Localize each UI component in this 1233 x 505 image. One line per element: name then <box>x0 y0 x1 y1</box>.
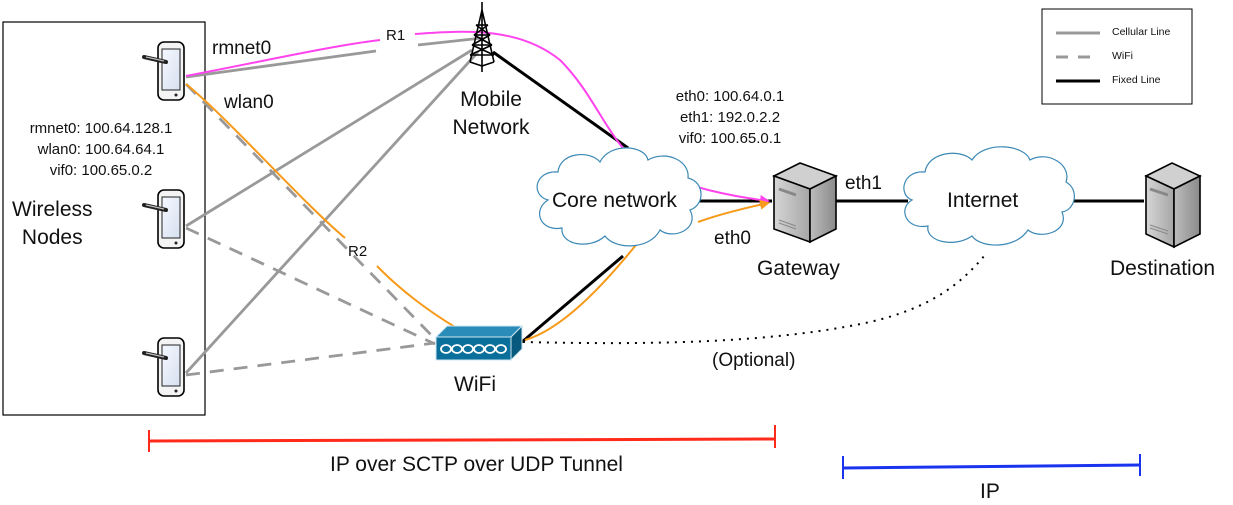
core-network-cloud <box>536 147 702 247</box>
gateway-address-eth1: eth1: 192.0.2.2 <box>679 109 781 126</box>
iface-eth0-label: eth0 <box>714 228 751 249</box>
iface-rmnet0-label: rmnet0 <box>212 38 272 59</box>
core-network-label: Core network <box>552 189 677 212</box>
wireless-node-addresses: rmnet0: 100.64.128.1 wlan0: 100.64.64.1 … <box>6 118 196 181</box>
tablet-icon-1 <box>142 41 185 101</box>
route-r1-path-b <box>414 30 770 205</box>
cellular-line-node3 <box>184 51 480 374</box>
route-r1-path <box>185 39 381 77</box>
internet-cloud <box>903 146 1075 246</box>
destination-server-icon <box>1144 162 1202 249</box>
gateway-label: Gateway <box>757 257 840 280</box>
route-r1-label: R1 <box>386 27 406 44</box>
optional-link-label: (Optional) <box>712 350 796 371</box>
cellular-line-node1 <box>185 49 377 79</box>
tunnel-span-label: IP over SCTP over UDP Tunnel <box>330 453 623 476</box>
optional-link-path <box>522 254 986 345</box>
wireless-address-vif0: vif0: 100.65.0.2 <box>49 162 153 179</box>
wireless-nodes-box <box>2 21 206 416</box>
internet-label: Internet <box>947 189 1019 212</box>
route-r2-path-d <box>697 199 770 223</box>
tablet-icon-3 <box>142 337 185 397</box>
gateway-address-eth0: eth0: 100.64.0.1 <box>675 88 785 105</box>
route-r2-path-b <box>376 265 456 328</box>
wireless-nodes-label-line1: Wireless <box>12 198 93 221</box>
iface-eth1-label: eth1 <box>845 173 882 194</box>
iface-wlan0-label: wlan0 <box>224 92 274 113</box>
wireless-nodes-label: Wireless Nodes <box>12 196 93 252</box>
route-r2-path <box>185 83 346 239</box>
wifi-line-node1 <box>184 83 439 342</box>
cellular-line-node1b <box>417 36 483 47</box>
mobile-network-label: Mobile Network <box>436 86 546 142</box>
mobile-network-label-line1: Mobile <box>460 88 522 111</box>
wireless-nodes-label-line2: Nodes <box>21 226 83 249</box>
ip-span <box>842 454 1141 479</box>
route-r2-path-c <box>524 239 641 341</box>
tablet-icon-2 <box>142 189 185 249</box>
gateway-addresses: eth0: 100.64.0.1 eth1: 192.0.2.2 vif0: 1… <box>660 86 800 149</box>
wifi-line-node2 <box>185 226 436 346</box>
cellular-line-node2 <box>185 48 473 228</box>
route-r2-label: R2 <box>348 243 368 260</box>
wireless-address-rmnet0: rmnet0: 100.64.128.1 <box>29 120 173 137</box>
legend-label-fixed: Fixed Line <box>1112 74 1161 86</box>
wireless-address-wlan0: wlan0: 100.64.64.1 <box>37 141 165 158</box>
gateway-server-icon <box>771 162 839 244</box>
tunnel-span <box>148 425 776 452</box>
gateway-address-vif0: vif0: 100.65.0.1 <box>678 130 782 147</box>
ip-span-label: IP <box>980 480 1000 503</box>
wifi-label: WiFi <box>454 373 496 396</box>
fixed-line-mobile-core <box>492 50 629 150</box>
fixed-line-wifi-core <box>521 254 624 344</box>
legend-label-wifi: WiFi <box>1112 50 1133 62</box>
cell-tower-icon <box>469 2 495 72</box>
wifi-line-node3 <box>185 341 436 377</box>
destination-label: Destination <box>1110 257 1216 280</box>
legend-label-cellular: Cellular Line <box>1112 26 1171 38</box>
mobile-network-label-line2: Network <box>452 116 530 139</box>
wifi-access-point-icon <box>434 324 524 362</box>
